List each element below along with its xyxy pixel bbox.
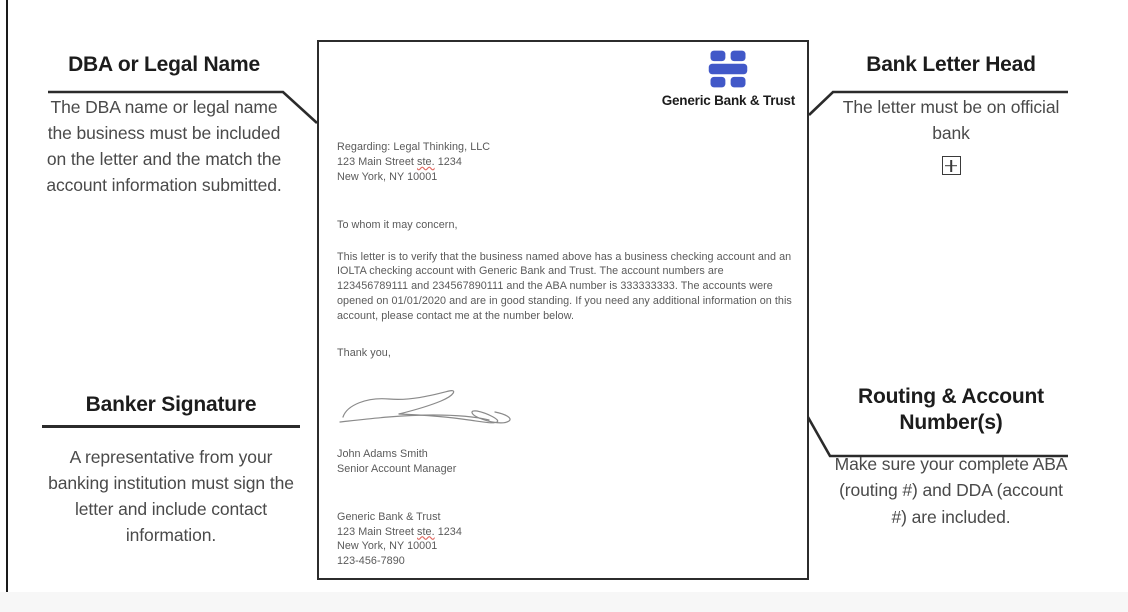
callout-routing-account: Routing & Account Number(s) Make sure yo… (832, 384, 1070, 530)
boxed-plus-icon (941, 156, 961, 176)
page-left-rule (6, 0, 8, 592)
footer-street-part-a: 123 Main Street (337, 525, 418, 538)
spacer-before-footer (337, 494, 797, 510)
signature-image (337, 381, 797, 441)
callout-letterhead-title: Bank Letter Head (866, 53, 1036, 76)
recipient-line-city: New York, NY 10001 (337, 170, 438, 183)
footer-street-suite-misspelled: ste. (417, 525, 435, 538)
recipient-street-part-a: 123 Main Street (337, 155, 418, 168)
letter-body: Regarding: Legal Thinking, LLC 123 Main … (337, 140, 797, 569)
callout-bank-letter-head: Bank Letter Head The letter must be on o… (832, 52, 1070, 176)
callout-routing-title: Routing & Account Number(s) (858, 385, 1044, 434)
recipient-street-suite-misspelled: ste. (417, 155, 435, 168)
recipient-line-regarding: Regarding: Legal Thinking, LLC (337, 141, 491, 153)
spacer-after-recipient (337, 202, 797, 218)
callout-dba-body: The DBA name or legal name the business … (46, 96, 282, 196)
letter-footer-block: Generic Bank & Trust 123 Main Street ste… (337, 510, 797, 570)
callout-banker-signature: Banker Signature A representative from y… (42, 392, 300, 549)
footer-phone: 123-456-7890 (337, 555, 405, 568)
letterhead: Generic Bank & Trust (662, 48, 795, 108)
footer-street: 123 Main Street ste. 1234 (337, 525, 797, 540)
letterhead-bank-name: Generic Bank & Trust (661, 93, 795, 108)
salutation: To whom it may concern, (337, 218, 458, 231)
letter-paragraph: This letter is to verify that the busine… (337, 250, 792, 323)
callout-dba-title: DBA or Legal Name (68, 53, 260, 76)
signer-block: John Adams Smith Senior Account Manager (337, 447, 797, 477)
recipient-block: Regarding: Legal Thinking, LLC 123 Main … (337, 140, 797, 185)
callout-letterhead-body: The letter must be on official bank (842, 96, 1060, 143)
footer-street-part-b: 1234 (434, 525, 462, 538)
callout-signature-title: Banker Signature (85, 393, 257, 416)
page-bottom-band (0, 592, 1128, 612)
signer-title: Senior Account Manager (337, 462, 457, 475)
signer-name: John Adams Smith (337, 447, 428, 460)
closing: Thank you, (337, 347, 391, 360)
footer-bank-name: Generic Bank & Trust (337, 510, 441, 523)
recipient-street-part-b: 1234 (434, 155, 462, 168)
spacer-after-paragraph (337, 324, 797, 346)
footer-city: New York, NY 10001 (337, 540, 438, 553)
callout-dba-legal-name: DBA or Legal Name The DBA name or legal … (42, 52, 286, 199)
callout-routing-body: Make sure your complete ABA (routing #) … (834, 454, 1068, 527)
recipient-line-street: 123 Main Street ste. 1234 (337, 155, 797, 170)
callout-signature-body: A representative from your banking insti… (48, 446, 294, 546)
bank-verification-letter: Generic Bank & Trust Regarding: Legal Th… (317, 40, 809, 580)
bank-logo-icon (709, 50, 748, 88)
callout-signature-rule (42, 424, 300, 428)
